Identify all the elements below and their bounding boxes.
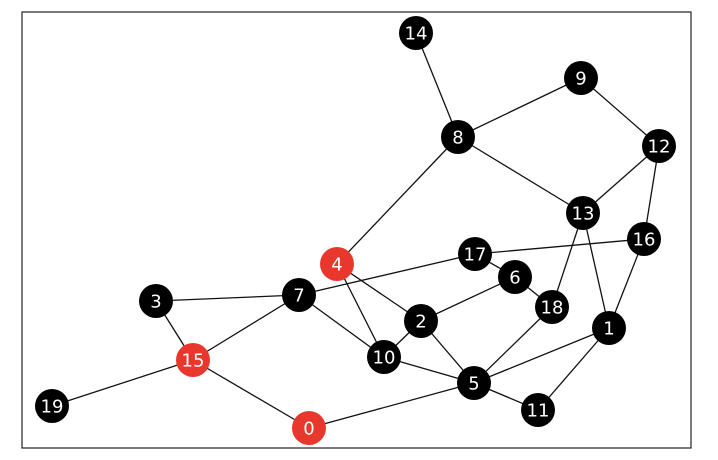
node-label-5: 5 bbox=[468, 374, 479, 395]
node-label-6: 6 bbox=[509, 268, 520, 289]
node-label-9: 9 bbox=[575, 69, 586, 90]
edge-7-15 bbox=[192, 294, 300, 361]
node-label-16: 16 bbox=[633, 230, 656, 251]
edge-9-12 bbox=[580, 77, 660, 147]
node-label-15: 15 bbox=[182, 351, 205, 372]
node-label-18: 18 bbox=[541, 298, 564, 319]
node-label-13: 13 bbox=[572, 204, 595, 225]
node-1: 1 bbox=[592, 311, 626, 345]
node-label-14: 14 bbox=[405, 24, 428, 45]
node-9: 9 bbox=[564, 61, 598, 95]
node-6: 6 bbox=[498, 260, 532, 294]
edge-4-10 bbox=[336, 263, 385, 358]
node-circle-12 bbox=[642, 129, 676, 163]
edge-8-9 bbox=[457, 77, 582, 138]
edge-18-5 bbox=[473, 306, 553, 384]
edge-14-8 bbox=[415, 32, 459, 138]
node-label-1: 1 bbox=[603, 319, 614, 340]
node-label-7: 7 bbox=[293, 286, 304, 307]
edge-16-17 bbox=[474, 238, 645, 255]
node-circle-14 bbox=[399, 16, 433, 50]
node-label-19: 19 bbox=[41, 397, 64, 418]
node-label-3: 3 bbox=[150, 292, 161, 313]
node-circle-17 bbox=[458, 237, 492, 271]
node-label-11: 11 bbox=[527, 401, 550, 422]
node-3: 3 bbox=[139, 284, 173, 318]
node-circle-2 bbox=[404, 304, 438, 338]
node-circle-5 bbox=[457, 366, 491, 400]
node-label-17: 17 bbox=[464, 245, 487, 266]
node-label-10: 10 bbox=[373, 348, 396, 369]
node-13: 13 bbox=[566, 196, 600, 230]
edge-7-10 bbox=[298, 294, 385, 358]
node-circle-7 bbox=[282, 278, 316, 312]
node-label-2: 2 bbox=[415, 312, 426, 333]
node-12: 12 bbox=[642, 129, 676, 163]
node-4: 4 bbox=[320, 247, 354, 281]
node-0: 0 bbox=[292, 411, 326, 445]
node-16: 16 bbox=[627, 222, 661, 256]
node-7: 7 bbox=[282, 278, 316, 312]
node-18: 18 bbox=[535, 290, 569, 324]
edge-7-17 bbox=[298, 253, 476, 296]
node-circle-15 bbox=[176, 343, 210, 377]
edge-7-3 bbox=[155, 294, 300, 302]
node-19: 19 bbox=[35, 389, 69, 423]
node-circle-11 bbox=[521, 393, 555, 427]
node-circle-16 bbox=[627, 222, 661, 256]
node-15: 15 bbox=[176, 343, 210, 377]
edge-6-2 bbox=[420, 276, 516, 322]
node-14: 14 bbox=[399, 16, 433, 50]
node-circle-10 bbox=[367, 340, 401, 374]
node-label-12: 12 bbox=[648, 137, 671, 158]
node-label-0: 0 bbox=[303, 419, 314, 440]
edge-8-13 bbox=[457, 136, 584, 214]
node-circle-1 bbox=[592, 311, 626, 345]
edge-15-19 bbox=[51, 359, 194, 407]
node-8: 8 bbox=[441, 120, 475, 154]
node-5: 5 bbox=[457, 366, 491, 400]
node-2: 2 bbox=[404, 304, 438, 338]
node-circle-19 bbox=[35, 389, 69, 423]
edge-15-0 bbox=[192, 359, 310, 429]
node-circle-0 bbox=[292, 411, 326, 445]
node-circle-9 bbox=[564, 61, 598, 95]
node-circle-4 bbox=[320, 247, 354, 281]
edge-1-11 bbox=[537, 327, 610, 411]
node-circle-3 bbox=[139, 284, 173, 318]
node-label-4: 4 bbox=[331, 255, 342, 276]
node-10: 10 bbox=[367, 340, 401, 374]
edge-13-1 bbox=[582, 212, 610, 329]
node-circle-6 bbox=[498, 260, 532, 294]
edge-5-0 bbox=[308, 382, 475, 429]
node-17: 17 bbox=[458, 237, 492, 271]
node-label-8: 8 bbox=[452, 128, 463, 149]
edge-8-4 bbox=[336, 136, 459, 265]
node-11: 11 bbox=[521, 393, 555, 427]
node-circle-8 bbox=[441, 120, 475, 154]
node-circle-13 bbox=[566, 196, 600, 230]
edge-5-1 bbox=[473, 327, 610, 384]
node-circle-18 bbox=[535, 290, 569, 324]
